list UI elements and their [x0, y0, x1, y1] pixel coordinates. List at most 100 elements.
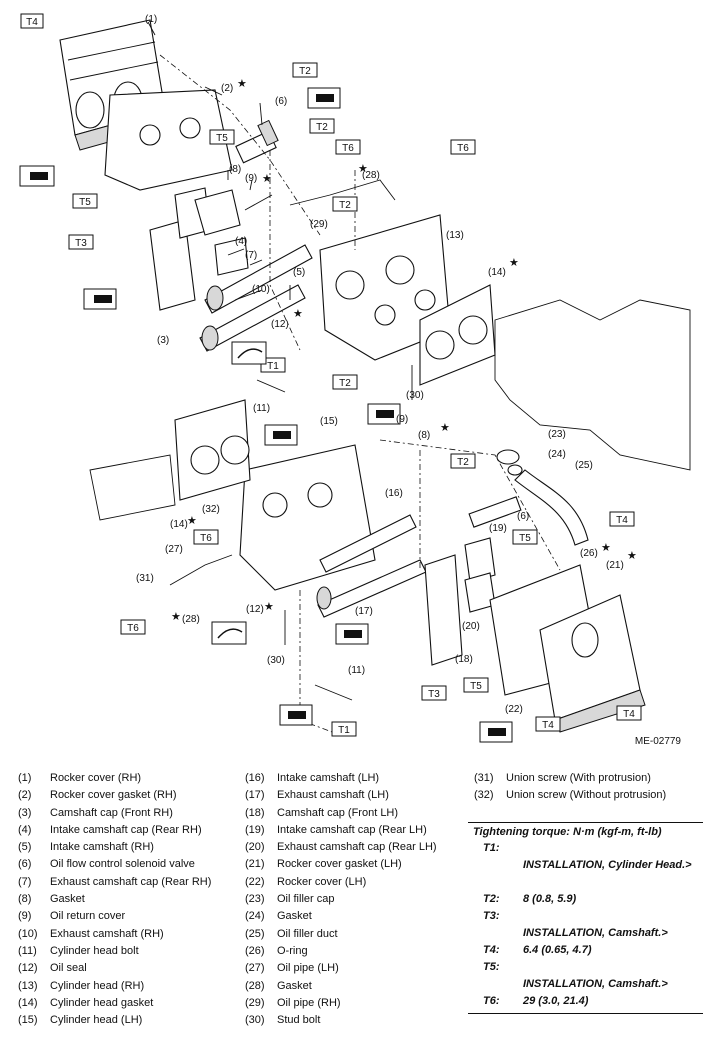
callout-26: (26) [580, 548, 598, 559]
svg-text:★: ★ [264, 600, 274, 613]
torque-row: INSTALLATION, Camshaft.> [523, 978, 668, 990]
callout-7: (7) [245, 250, 257, 261]
callout-30b: (30) [267, 655, 285, 666]
callout-18: (18) [455, 654, 473, 665]
callout-1: (1) [145, 14, 157, 25]
torque-box-t2-c: T2 [332, 196, 358, 212]
torque-box-t5-a: T5 [209, 129, 235, 145]
callout-16: (16) [385, 488, 403, 499]
rocker-cover-gasket-rh [104, 89, 233, 191]
torque-box-t4-c: T4 [535, 716, 561, 732]
callout-28a: (28) [362, 170, 380, 181]
torque-box-t5-c: T5 [512, 529, 538, 545]
callout-3: (3) [157, 335, 169, 346]
svg-text:T1: T1 [267, 361, 279, 372]
torque-row: T1: [483, 842, 500, 854]
callout-27: (27) [165, 544, 183, 555]
torque-box-t3-a: T3 [68, 234, 94, 250]
svg-text:T4: T4 [623, 709, 635, 720]
callout-19: (19) [489, 523, 507, 534]
legend-item: (18)Camshaft cap (Front LH) [245, 806, 399, 819]
svg-text:★: ★ [237, 77, 247, 90]
cylinder-head-lh [239, 444, 376, 591]
torque-box-t4-d: T4 [616, 705, 642, 721]
callout-11b: (11) [348, 665, 365, 676]
legend-item: (17)Exhaust camshaft (LH) [245, 789, 389, 802]
svg-text:T2: T2 [339, 378, 351, 389]
torque-row: T3: [483, 910, 500, 922]
svg-text:T5: T5 [216, 133, 228, 144]
exploded-view-diagram: T4 T2 T2 T5 T6 T6 T5 T2 T3 T1 T2 T2 T4 T… [19, 13, 691, 743]
cylinder-head-gasket-lh [174, 399, 251, 501]
torque-box-t1-b: T1 [331, 721, 357, 737]
legend-item: (12)Oil seal [18, 962, 87, 975]
camshafts-lh [316, 514, 427, 618]
oil-flow-control-solenoid-valve [235, 119, 279, 164]
callout-12a: (12) [271, 319, 289, 330]
svg-text:★: ★ [262, 172, 272, 185]
svg-text:★: ★ [440, 421, 450, 434]
legend-item: (15)Cylinder head (LH) [18, 1014, 143, 1027]
torque-box-t6-b: T6 [450, 139, 476, 155]
svg-text:T5: T5 [79, 197, 91, 208]
torque-box-t4-top: T4 [20, 13, 44, 29]
legend-item: (2)Rocker cover gasket (RH) [18, 789, 177, 802]
torque-row: T5: [483, 961, 500, 973]
svg-text:★: ★ [293, 307, 303, 320]
torque-row: T6:29 (3.0, 21.4) [483, 995, 589, 1007]
cylinder-head-rh [319, 214, 451, 361]
legend-item: (7)Exhaust camshaft cap (Rear RH) [18, 875, 212, 888]
svg-text:T6: T6 [342, 143, 354, 154]
torque-box-t1-a: T1 [260, 357, 286, 373]
legend-item: (13)Cylinder head (RH) [18, 979, 145, 992]
svg-text:★: ★ [627, 549, 637, 562]
legend-item: (5)Intake camshaft (RH) [18, 841, 154, 854]
callout-22: (22) [505, 704, 523, 715]
torque-row: INSTALLATION, Cylinder Head.> [523, 859, 692, 871]
legend-item: (23)Oil filler cap [245, 893, 335, 906]
callout-14a: (14) [488, 267, 506, 278]
torque-heading: Tightening torque: N·m (kgf-m, ft-lb) [473, 826, 662, 838]
callout-30a: (30) [406, 390, 424, 401]
cylinder-head-gasket-rh [419, 284, 496, 386]
callout-12b: (12) [246, 604, 264, 615]
callout-9: (9) [245, 173, 257, 184]
camshaft-caps-lh [424, 496, 522, 666]
part-callouts: (1) (2) (6) (8) (9) (28) (29) (13) (4) (… [136, 14, 624, 715]
legend-item: (11)Cylinder head bolt [18, 944, 139, 957]
torque-row: INSTALLATION, Camshaft.> [523, 927, 668, 939]
camshaft-caps-rh [149, 187, 249, 311]
torque-box-t6-d: T6 [120, 619, 146, 635]
legend-item: (9)Oil return cover [18, 910, 126, 923]
torque-box-t2-e: T2 [450, 453, 476, 469]
legend-item: (27)Oil pipe (LH) [245, 962, 339, 975]
callout-5: (5) [293, 267, 305, 278]
svg-text:T1: T1 [338, 725, 350, 736]
legend-item: (26)O-ring [245, 944, 308, 957]
callout-4: (4) [235, 236, 247, 247]
svg-text:★: ★ [171, 610, 181, 623]
callout-28b: (28) [182, 614, 200, 625]
svg-text:T4: T4 [616, 515, 628, 526]
engine-block-outline-left [89, 454, 176, 521]
callout-31: (31) [136, 573, 154, 584]
legend-item: (25)Oil filler duct [245, 927, 338, 940]
svg-text:★: ★ [358, 162, 368, 175]
legend-column-3: (31)Union screw (With protrusion) (32)Un… [474, 770, 704, 805]
svg-text:T3: T3 [428, 689, 440, 700]
callout-9b: (9) [396, 414, 408, 425]
callout-6b: (6) [517, 511, 529, 522]
tightening-torque-table: Tightening torque: N·m (kgf-m, ft-lb) T1… [468, 822, 703, 1014]
engine-block-outline [494, 299, 691, 471]
legend-item: (10)Exhaust camshaft (RH) [18, 927, 164, 940]
svg-text:★: ★ [509, 256, 519, 269]
svg-text:T2: T2 [316, 122, 328, 133]
torque-box-t4-b: T4 [609, 511, 635, 527]
callout-13: (13) [446, 230, 464, 241]
rocker-cover-lh [539, 594, 646, 733]
callout-15: (15) [320, 416, 338, 427]
legend-item: (29)Oil pipe (RH) [245, 996, 341, 1009]
cylinder-head-bolt-lh [314, 684, 353, 701]
callout-17: (17) [355, 606, 373, 617]
legend-item: (32)Union screw (Without protrusion) [474, 789, 667, 802]
